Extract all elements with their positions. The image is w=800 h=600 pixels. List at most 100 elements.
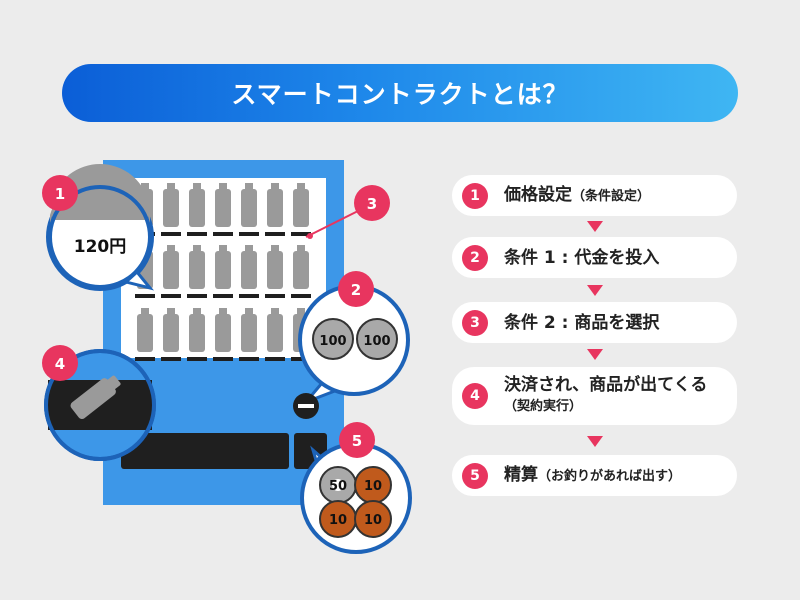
step-4: 4 決済され、商品が出てくる （契約実行） bbox=[452, 367, 737, 425]
page-title: スマートコントラクトとは？ bbox=[231, 80, 569, 109]
bottle bbox=[267, 189, 283, 227]
coin-100-label: 100 bbox=[319, 334, 346, 349]
flow-arrow bbox=[587, 436, 603, 447]
bottle-cap bbox=[219, 308, 227, 315]
coin-10-label: 10 bbox=[329, 513, 347, 528]
callout-3-dot bbox=[307, 233, 313, 239]
bottle-cap bbox=[141, 183, 149, 190]
coin-100 bbox=[356, 318, 398, 360]
step-sublabel: （お釣りがあれば出す） bbox=[538, 468, 682, 484]
coin-slot-callout: 100 100 bbox=[298, 284, 410, 406]
change-callout: 50 10 10 10 bbox=[300, 442, 412, 554]
bottle-cap bbox=[245, 245, 253, 252]
svg-text:2: 2 bbox=[351, 281, 361, 299]
step-sublabel: （契約実行） bbox=[504, 399, 583, 414]
callout-badge-3: 3 bbox=[354, 185, 390, 221]
svg-text:3: 3 bbox=[367, 195, 377, 213]
svg-text:5: 5 bbox=[352, 432, 362, 450]
bottle bbox=[163, 251, 179, 289]
step-number: 2 bbox=[462, 244, 488, 271]
selection-button bbox=[291, 357, 311, 361]
bottle-cap bbox=[167, 245, 175, 252]
bottle bbox=[163, 314, 179, 352]
product-outlet bbox=[121, 433, 289, 469]
coin-10-label: 10 bbox=[364, 513, 382, 528]
bottle-cap bbox=[193, 308, 201, 315]
bottle-cap bbox=[297, 183, 305, 190]
selection-button bbox=[239, 294, 259, 298]
bottle-cap bbox=[219, 183, 227, 190]
bottle bbox=[267, 251, 283, 289]
step-label: 条件 1 : 代金を投入 bbox=[504, 247, 660, 268]
bottle-cap bbox=[245, 183, 253, 190]
flow-arrow bbox=[587, 285, 603, 296]
bottle-cap bbox=[297, 308, 305, 315]
bottle bbox=[215, 251, 231, 289]
price-label: 120円 bbox=[74, 237, 127, 257]
step-sublabel: （条件設定） bbox=[572, 188, 651, 204]
bottle bbox=[189, 189, 205, 227]
selection-button bbox=[213, 294, 233, 298]
svg-text:4: 4 bbox=[55, 355, 65, 373]
selection-button bbox=[265, 294, 285, 298]
bottle-cap bbox=[219, 245, 227, 252]
step-label: 条件 2 : 商品を選択 bbox=[504, 312, 660, 333]
flow-arrow bbox=[587, 221, 603, 232]
bottle-cap bbox=[167, 183, 175, 190]
bottle bbox=[215, 189, 231, 227]
selection-button bbox=[213, 357, 233, 361]
bottle bbox=[163, 189, 179, 227]
step-label: 精算 bbox=[504, 464, 538, 485]
coin-10 bbox=[354, 500, 392, 538]
callout-badge-1: 1 bbox=[42, 175, 78, 211]
flow-arrow bbox=[587, 349, 603, 360]
step-2: 2 条件 1 : 代金を投入 bbox=[452, 237, 737, 278]
callout-badge-4: 4 bbox=[42, 345, 78, 381]
title-banner: スマートコントラクトとは？ bbox=[62, 64, 738, 122]
callout-badge-2: 2 bbox=[338, 271, 374, 307]
bottle-cap bbox=[271, 183, 279, 190]
selection-button bbox=[265, 232, 285, 236]
bottle bbox=[293, 251, 309, 289]
selection-button bbox=[187, 357, 207, 361]
dispensed-bottle bbox=[70, 378, 116, 420]
bottle-cap bbox=[271, 245, 279, 252]
selection-button bbox=[161, 357, 181, 361]
selection-button bbox=[135, 294, 155, 298]
selection-button bbox=[213, 232, 233, 236]
selection-button bbox=[265, 357, 285, 361]
step-number: 5 bbox=[462, 462, 488, 489]
selection-button bbox=[239, 232, 259, 236]
bottle-cap bbox=[245, 308, 253, 315]
coin-10-label: 10 bbox=[364, 479, 382, 494]
bottle bbox=[189, 314, 205, 352]
selection-button bbox=[161, 294, 181, 298]
bottle bbox=[137, 314, 153, 352]
bottle-cap bbox=[193, 183, 201, 190]
coin-100-label: 100 bbox=[363, 334, 390, 349]
bottle-cap bbox=[193, 245, 201, 252]
coin-100 bbox=[312, 318, 354, 360]
callout-badge-5: 5 bbox=[339, 422, 375, 458]
selection-button bbox=[187, 232, 207, 236]
step-label: 決済され、商品が出てくる bbox=[504, 375, 708, 395]
step-number: 3 bbox=[462, 309, 488, 336]
step-3: 3 条件 2 : 商品を選択 bbox=[452, 302, 737, 343]
bottle bbox=[241, 189, 257, 227]
bottle-cap bbox=[141, 308, 149, 315]
selection-button bbox=[291, 294, 311, 298]
step-label: 価格設定 bbox=[504, 184, 572, 205]
step-number: 4 bbox=[462, 383, 488, 409]
bottle bbox=[293, 189, 309, 227]
price-tag-callout: 120円 bbox=[46, 163, 155, 291]
selection-button bbox=[239, 357, 259, 361]
selection-button bbox=[187, 294, 207, 298]
bottle bbox=[189, 251, 205, 289]
selection-button bbox=[291, 232, 311, 236]
product-output-callout bbox=[44, 349, 156, 461]
svg-text:1: 1 bbox=[55, 185, 65, 203]
selection-button bbox=[161, 232, 181, 236]
bottle bbox=[241, 314, 257, 352]
bottle-cap bbox=[167, 308, 175, 315]
